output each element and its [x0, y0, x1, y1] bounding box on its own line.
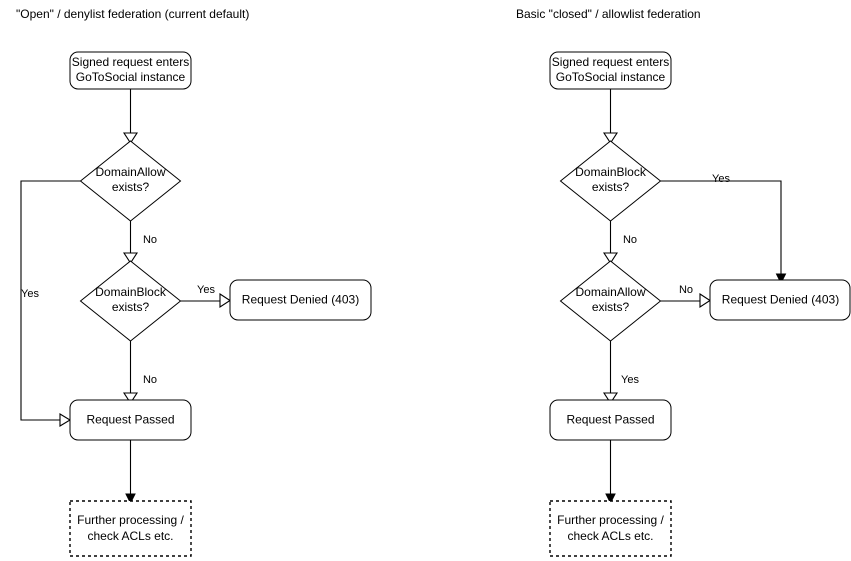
node-domainblock-label-line2: exists?: [112, 300, 150, 314]
edge-start-to-domainblock: [602, 89, 619, 145]
edge-label-domainblock-yes: Yes: [712, 173, 730, 185]
edge-domainblock-no-to-domainallow: No: [602, 221, 637, 265]
node-domainallow-label-line2: exists?: [592, 300, 630, 314]
edge-domainblock-no-to-passed: No: [122, 341, 157, 405]
node-passed-allowlist[interactable]: Request Passed: [549, 399, 672, 441]
edge-start-to-domainallow: [122, 89, 139, 145]
edge-passed-to-further: [125, 440, 136, 505]
node-start-denylist[interactable]: Signed request enters GoToSocial instanc…: [69, 51, 192, 90]
node-denied-denylist[interactable]: Request Denied (403): [229, 279, 372, 321]
node-passed-label: Request Passed: [86, 413, 174, 427]
node-passed-label: Request Passed: [566, 413, 654, 427]
node-further-label-line2: check ACLs etc.: [567, 529, 653, 543]
node-domainallow-allowlist[interactable]: DomainAllow exists?: [559, 260, 662, 342]
node-start-label-line2: GoToSocial instance: [556, 70, 666, 84]
node-domainblock-label-line2: exists?: [592, 180, 630, 194]
edge-domainallow-no-to-domainblock: No: [122, 221, 157, 265]
node-denied-shape: [709, 279, 851, 321]
edge-domainallow-yes-to-passed: Yes: [602, 341, 639, 405]
node-start-allowlist[interactable]: Signed request enters GoToSocial instanc…: [549, 51, 672, 90]
node-further-shape: [69, 500, 192, 557]
node-further-shape: [549, 500, 672, 557]
node-further-denylist[interactable]: Further processing / check ACLs etc.: [69, 500, 192, 557]
node-start-label-line1: Signed request enters: [72, 55, 189, 69]
edge-label-domainallow-no: No: [143, 234, 157, 246]
edge-label-domainallow-yes: Yes: [621, 374, 639, 386]
node-domainblock-label-line1: DomainBlock: [95, 285, 167, 299]
panel-title-allowlist: Basic "closed" / allowlist federation: [516, 7, 701, 21]
node-denied-label: Request Denied (403): [722, 293, 839, 307]
node-domainallow-label-line1: DomainAllow: [575, 285, 645, 299]
node-further-label-line1: Further processing /: [77, 513, 184, 527]
node-start-label-line2: GoToSocial instance: [76, 70, 186, 84]
edge-domainblock-yes-to-denied: Yes: [660, 173, 787, 285]
node-denied-allowlist[interactable]: Request Denied (403): [709, 279, 851, 321]
edge-label-domainblock-no: No: [623, 234, 637, 246]
node-domainallow-label-line2: exists?: [112, 180, 150, 194]
panel-allowlist: Basic "closed" / allowlist federation Si…: [516, 7, 851, 557]
edge-label-domainallow-no: No: [679, 284, 693, 296]
node-start-label-line1: Signed request enters: [552, 55, 669, 69]
node-domainallow-denylist[interactable]: DomainAllow exists?: [79, 140, 182, 222]
node-further-label-line2: check ACLs etc.: [87, 529, 173, 543]
node-denied-label: Request Denied (403): [242, 293, 359, 307]
edge-domainblock-yes-to-denied: Yes: [180, 284, 232, 309]
node-domainallow-label-line1: DomainAllow: [95, 165, 165, 179]
node-domainblock-label-line1: DomainBlock: [575, 165, 647, 179]
node-domainblock-denylist[interactable]: DomainBlock exists?: [79, 260, 182, 342]
edge-label-domainblock-yes: Yes: [197, 284, 215, 296]
node-denied-shape: [229, 279, 372, 321]
node-further-allowlist[interactable]: Further processing / check ACLs etc.: [549, 500, 672, 557]
node-passed-denylist[interactable]: Request Passed: [69, 399, 192, 441]
edge-label-domainblock-no: No: [143, 374, 157, 386]
edge-passed-to-further: [605, 440, 616, 505]
node-domainblock-allowlist[interactable]: DomainBlock exists?: [559, 140, 662, 222]
edge-domainallow-yes-to-passed: Yes: [20, 180, 81, 427]
edge-domainallow-no-to-denied: No: [660, 284, 712, 309]
panel-denylist: "Open" / denylist federation (current de…: [16, 7, 372, 557]
edge-label-domainallow-yes: Yes: [21, 288, 39, 300]
node-further-label-line1: Further processing /: [557, 513, 664, 527]
panel-title-denylist: "Open" / denylist federation (current de…: [16, 7, 249, 21]
